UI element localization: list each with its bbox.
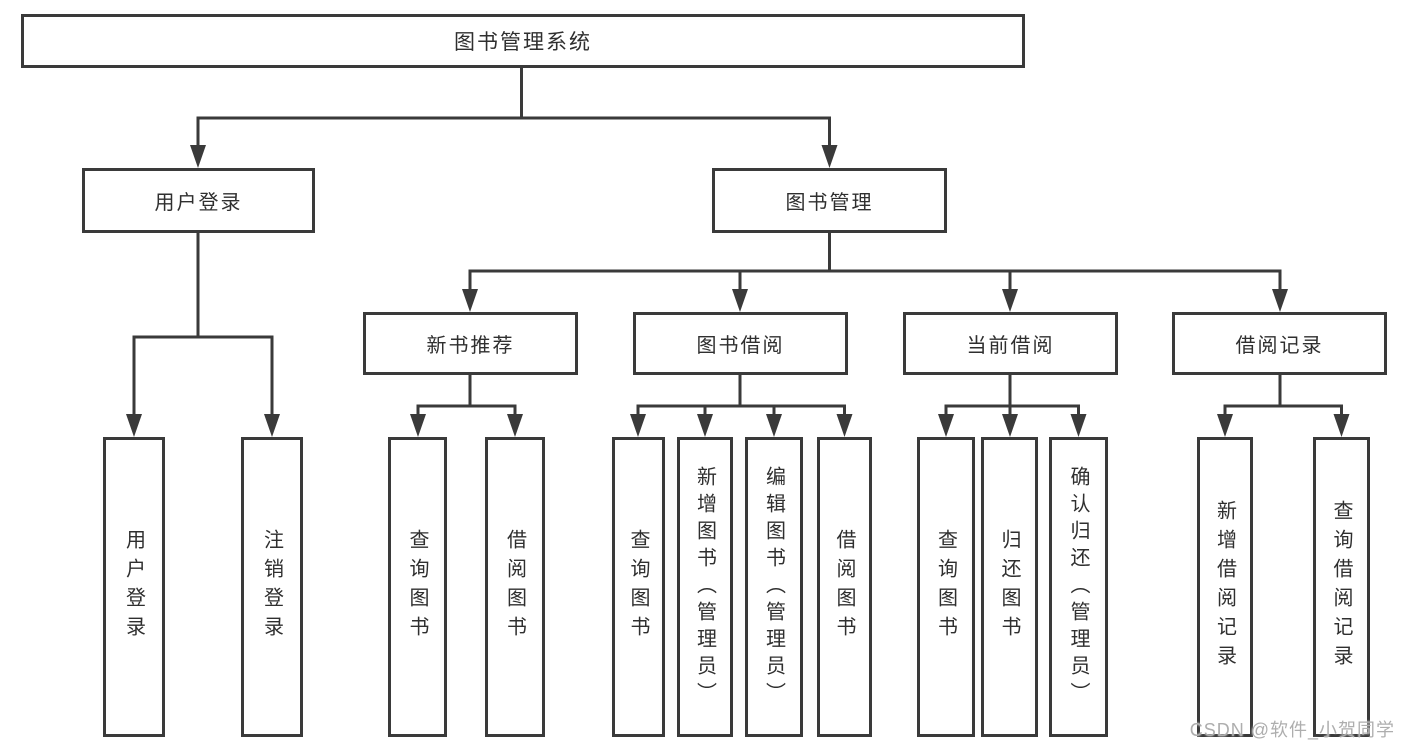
node-borrowing-records-label: 借阅记录 xyxy=(1235,335,1324,357)
leaf-query-books-recommend-label: 查询图书 xyxy=(406,529,428,645)
node-library-management-system-label: 图书管理系统 xyxy=(454,31,592,54)
leaf-edit-books-admin: 编辑图书（管理员） xyxy=(745,437,803,737)
node-user-login: 用户登录 xyxy=(82,168,315,233)
node-current-borrowing: 当前借阅 xyxy=(903,312,1118,375)
leaf-add-borrow-record-label: 新增借阅记录 xyxy=(1213,500,1236,674)
leaf-add-books-admin-label: 新增图书（管理员） xyxy=(693,465,716,709)
node-borrowing-records: 借阅记录 xyxy=(1172,312,1387,375)
leaf-user-login-label: 用户登录 xyxy=(122,529,145,645)
node-book-management-label: 图书管理 xyxy=(785,192,874,214)
leaf-add-books-admin: 新增图书（管理员） xyxy=(677,437,733,737)
leaf-borrow-books-label: 借阅图书 xyxy=(833,529,855,645)
leaf-query-books-current-label: 查询图书 xyxy=(934,529,957,645)
leaf-query-books-borrowing: 查询图书 xyxy=(612,437,665,737)
node-book-borrowing-label: 图书借阅 xyxy=(696,335,785,357)
csdn-watermark: CSDN @软件_小贺同学 xyxy=(1189,720,1395,740)
leaf-borrow-books-recommend-label: 借阅图书 xyxy=(503,529,526,645)
leaf-add-borrow-record: 新增借阅记录 xyxy=(1197,437,1253,737)
leaf-return-books: 归还图书 xyxy=(981,437,1038,737)
leaf-confirm-return-admin: 确认归还（管理员） xyxy=(1049,437,1108,737)
leaf-query-borrow-record: 查询借阅记录 xyxy=(1313,437,1370,737)
leaf-query-books-current: 查询图书 xyxy=(917,437,975,737)
leaf-logout: 注销登录 xyxy=(241,437,303,737)
leaf-query-borrow-record-label: 查询借阅记录 xyxy=(1330,500,1352,674)
leaf-return-books-label: 归还图书 xyxy=(998,529,1020,645)
node-library-management-system: 图书管理系统 xyxy=(21,14,1025,68)
leaf-borrow-books: 借阅图书 xyxy=(817,437,872,737)
leaf-borrow-books-recommend: 借阅图书 xyxy=(485,437,545,737)
node-current-borrowing-label: 当前借阅 xyxy=(966,335,1055,357)
leaf-edit-books-admin-label: 编辑图书（管理员） xyxy=(762,465,785,709)
leaf-user-login: 用户登录 xyxy=(103,437,165,737)
leaf-query-books-recommend: 查询图书 xyxy=(388,437,447,737)
node-book-borrowing: 图书借阅 xyxy=(633,312,848,375)
leaf-confirm-return-admin-label: 确认归还（管理员） xyxy=(1067,465,1089,709)
node-new-book-recommendation: 新书推荐 xyxy=(363,312,578,375)
node-user-login-label: 用户登录 xyxy=(154,192,243,214)
leaf-logout-label: 注销登录 xyxy=(260,529,283,645)
node-new-book-recommendation-label: 新书推荐 xyxy=(426,335,515,357)
leaf-query-books-borrowing-label: 查询图书 xyxy=(627,529,649,645)
node-book-management: 图书管理 xyxy=(712,168,947,233)
